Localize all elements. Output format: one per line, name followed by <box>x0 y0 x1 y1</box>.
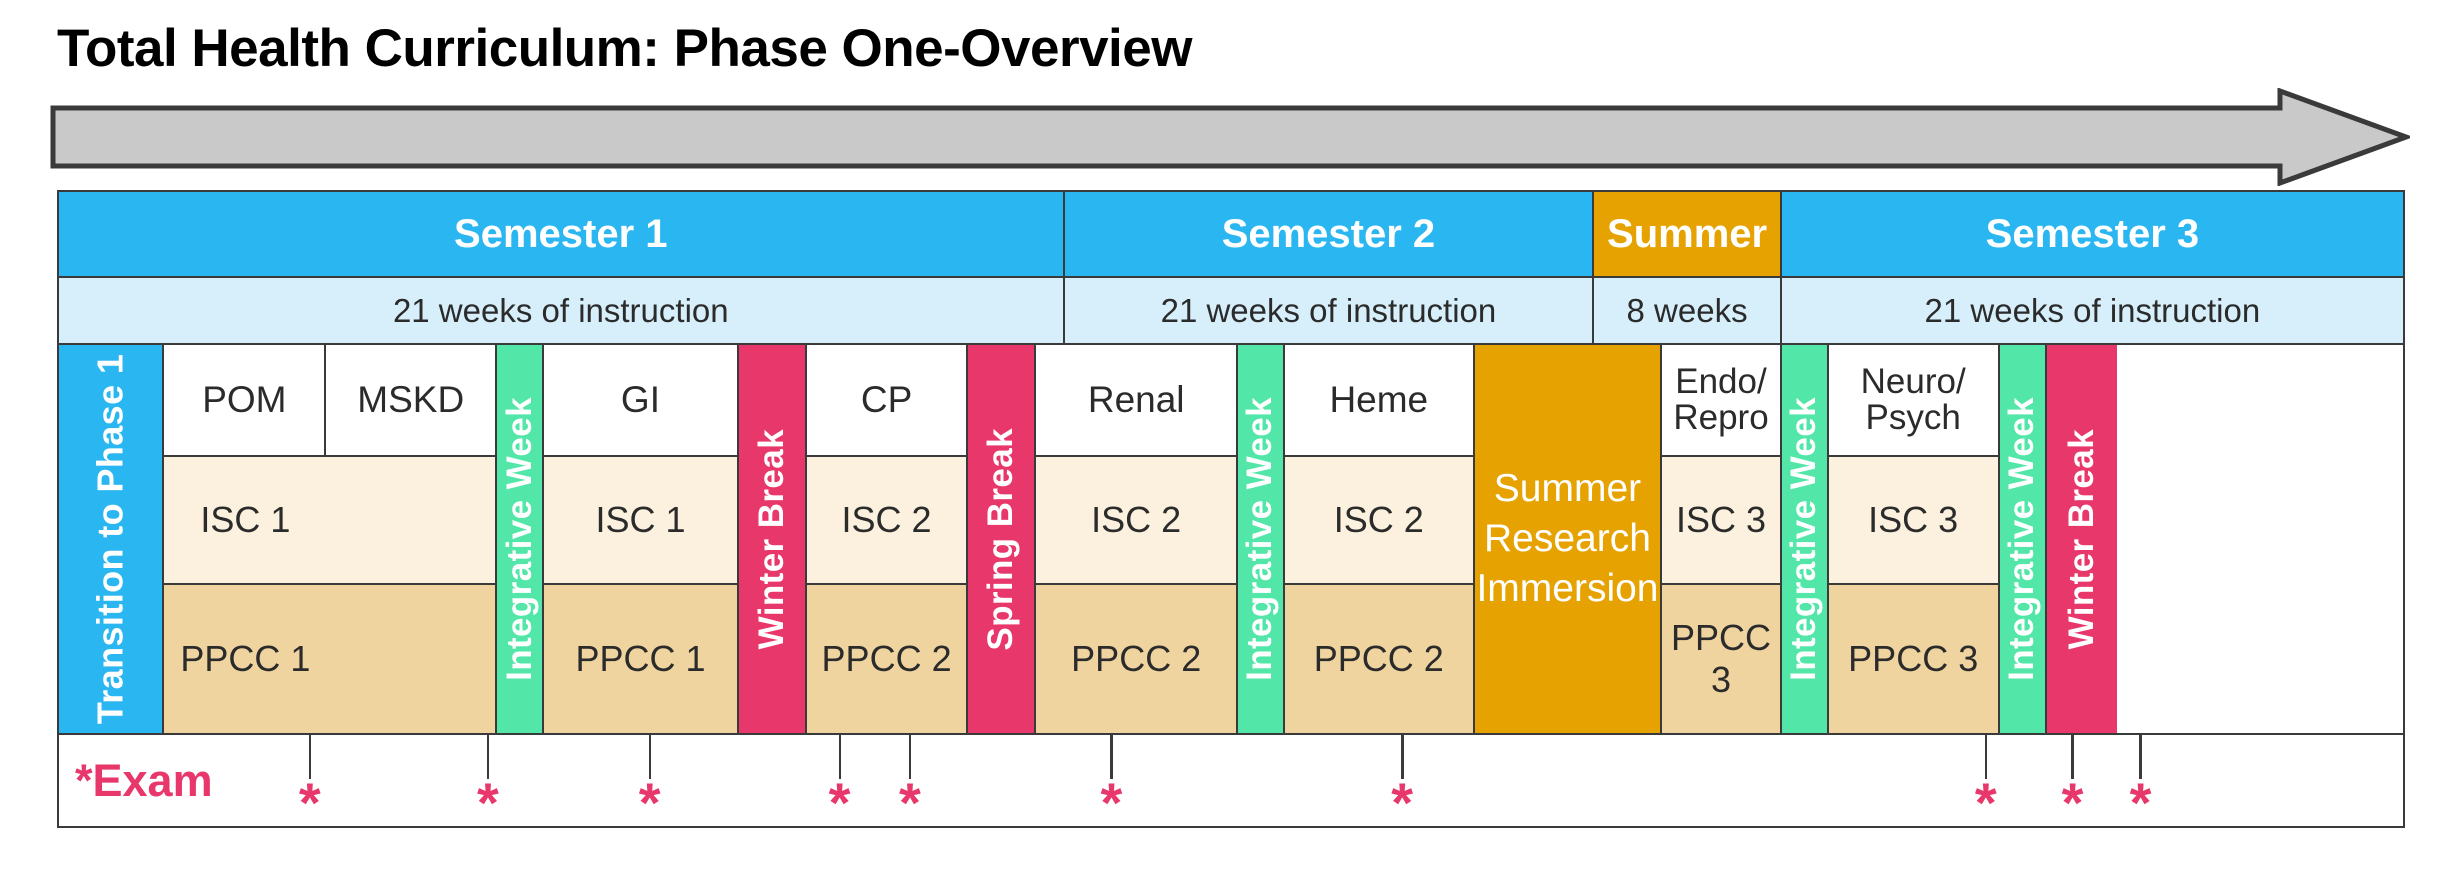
vertical-label-wrap: Integrative Week <box>497 345 542 733</box>
column-integrative-week: Integrative Week <box>1999 345 2047 733</box>
isc-cell: ISC 2 <box>806 457 967 585</box>
isc-cell: ISC 1 <box>544 457 737 585</box>
ppcc-cell <box>326 585 496 733</box>
column-label: Transition to Phase 1 <box>89 353 131 725</box>
ppcc-cell: PPCC 1 <box>544 585 737 733</box>
semester-header-2: Semester 2 <box>1064 192 1595 276</box>
course-name-cell: MSKD <box>326 345 496 457</box>
column-label: Winter Break <box>2061 428 2101 650</box>
course-name-cell: CP <box>806 345 967 457</box>
vertical-label-wrap: Integrative Week <box>2000 345 2045 733</box>
weeks-label-2: 21 weeks of instruction <box>1064 278 1595 343</box>
vertical-label-wrap: Transition to Phase 1 <box>59 345 162 733</box>
exam-tick-line <box>908 735 912 779</box>
exam-tick-line <box>648 735 652 779</box>
course-name-cell: POM <box>164 345 327 457</box>
vertical-label-wrap: Spring Break <box>968 345 1034 733</box>
exam-asterisk-icon: * <box>898 771 921 834</box>
exam-asterisk-icon: * <box>477 771 499 834</box>
exam-asterisk-icon: * <box>2061 771 2084 834</box>
course-name-cell: Renal <box>1036 345 1236 457</box>
exam-asterisk-icon: * <box>2129 771 2152 834</box>
column-integrative-week: Integrative Week <box>497 345 545 733</box>
weeks-label-3: 8 weeks <box>1594 278 1782 343</box>
vertical-label-wrap: Winter Break <box>2047 345 2117 733</box>
exam-asterisk-icon: * <box>1391 771 1414 834</box>
column-label: Integrative Week <box>499 397 539 681</box>
exam-tick-line <box>1110 735 1113 779</box>
weeks-label-1: 21 weeks of instruction <box>59 278 1065 343</box>
isc-cell: ISC 3 <box>1828 457 1998 585</box>
exam-asterisk-icon: * <box>1974 771 1997 834</box>
exam-tick-line <box>308 735 312 779</box>
ppcc-cell: PPCC 3 <box>1828 585 1998 733</box>
page-title: Total Health Curriculum: Phase One-Overv… <box>57 19 1192 78</box>
column-label: Integrative Week <box>1240 397 1280 681</box>
course-name-cell: Heme <box>1284 345 1473 457</box>
column-integrative-week: Integrative Week <box>1237 345 1285 733</box>
semester-header-1: Semester 1 <box>59 192 1065 276</box>
column-label: Integrative Week <box>1784 397 1824 681</box>
semester-header-3: Summer <box>1594 192 1782 276</box>
column-winter-break: Winter Break <box>738 345 807 733</box>
column-label: Winter Break <box>751 428 791 650</box>
ppcc-cell: PPCC 1 <box>164 585 327 733</box>
course-name-cell: Endo/Repro <box>1662 345 1780 457</box>
exam-asterisk-icon: * <box>1100 771 1123 834</box>
course-name-cell: GI <box>544 345 737 457</box>
isc-cell <box>326 457 496 585</box>
vertical-label-wrap: Integrative Week <box>1238 345 1283 733</box>
isc-cell: ISC 3 <box>1662 457 1780 585</box>
column-spring-break: Spring Break <box>968 345 1037 733</box>
isc-cell: ISC 2 <box>1036 457 1236 585</box>
semester-header-4: Semester 3 <box>1781 192 2403 276</box>
column-mskd: MSKD <box>326 345 498 733</box>
column-integrative-week: Integrative Week <box>1781 345 1829 733</box>
exam-tick-line <box>838 735 842 779</box>
exam-asterisk-icon: * <box>638 771 661 834</box>
exam-asterisk-icon: * <box>298 771 321 834</box>
exam-tick-line <box>2071 735 2074 779</box>
vertical-label-wrap: Integrative Week <box>1782 345 1827 733</box>
right-arrow-icon <box>50 88 2410 186</box>
column-winter-break: Winter Break <box>2046 345 2117 733</box>
exam-tick-line <box>486 735 490 779</box>
exam-asterisk-icon: * <box>828 771 851 834</box>
column-label: Spring Break <box>981 427 1021 651</box>
exam-tick-line <box>1984 735 1988 779</box>
isc-cell: ISC 2 <box>1284 457 1473 585</box>
exam-legend-label: *Exam <box>75 754 213 806</box>
ppcc-cell: PPCC 2 <box>1284 585 1473 733</box>
course-name-cell: Neuro/Psych <box>1828 345 1998 457</box>
isc-cell: ISC 1 <box>164 457 327 585</box>
weeks-label-4: 21 weeks of instruction <box>1781 278 2403 343</box>
vertical-label-wrap: Winter Break <box>739 345 805 733</box>
ppcc-cell: PPCC 3 <box>1662 585 1780 733</box>
exam-tick-line <box>1401 735 1404 779</box>
ppcc-cell: PPCC 2 <box>1036 585 1236 733</box>
timeline-arrow <box>50 88 2410 186</box>
exam-tick-line <box>2139 735 2142 779</box>
column-transition-to-phase-1: Transition to Phase 1 <box>59 345 165 733</box>
column-label: Integrative Week <box>2002 397 2042 681</box>
ppcc-cell: PPCC 2 <box>806 585 967 733</box>
exam-row: *Exam * * * * * * * * * * <box>57 735 2405 834</box>
